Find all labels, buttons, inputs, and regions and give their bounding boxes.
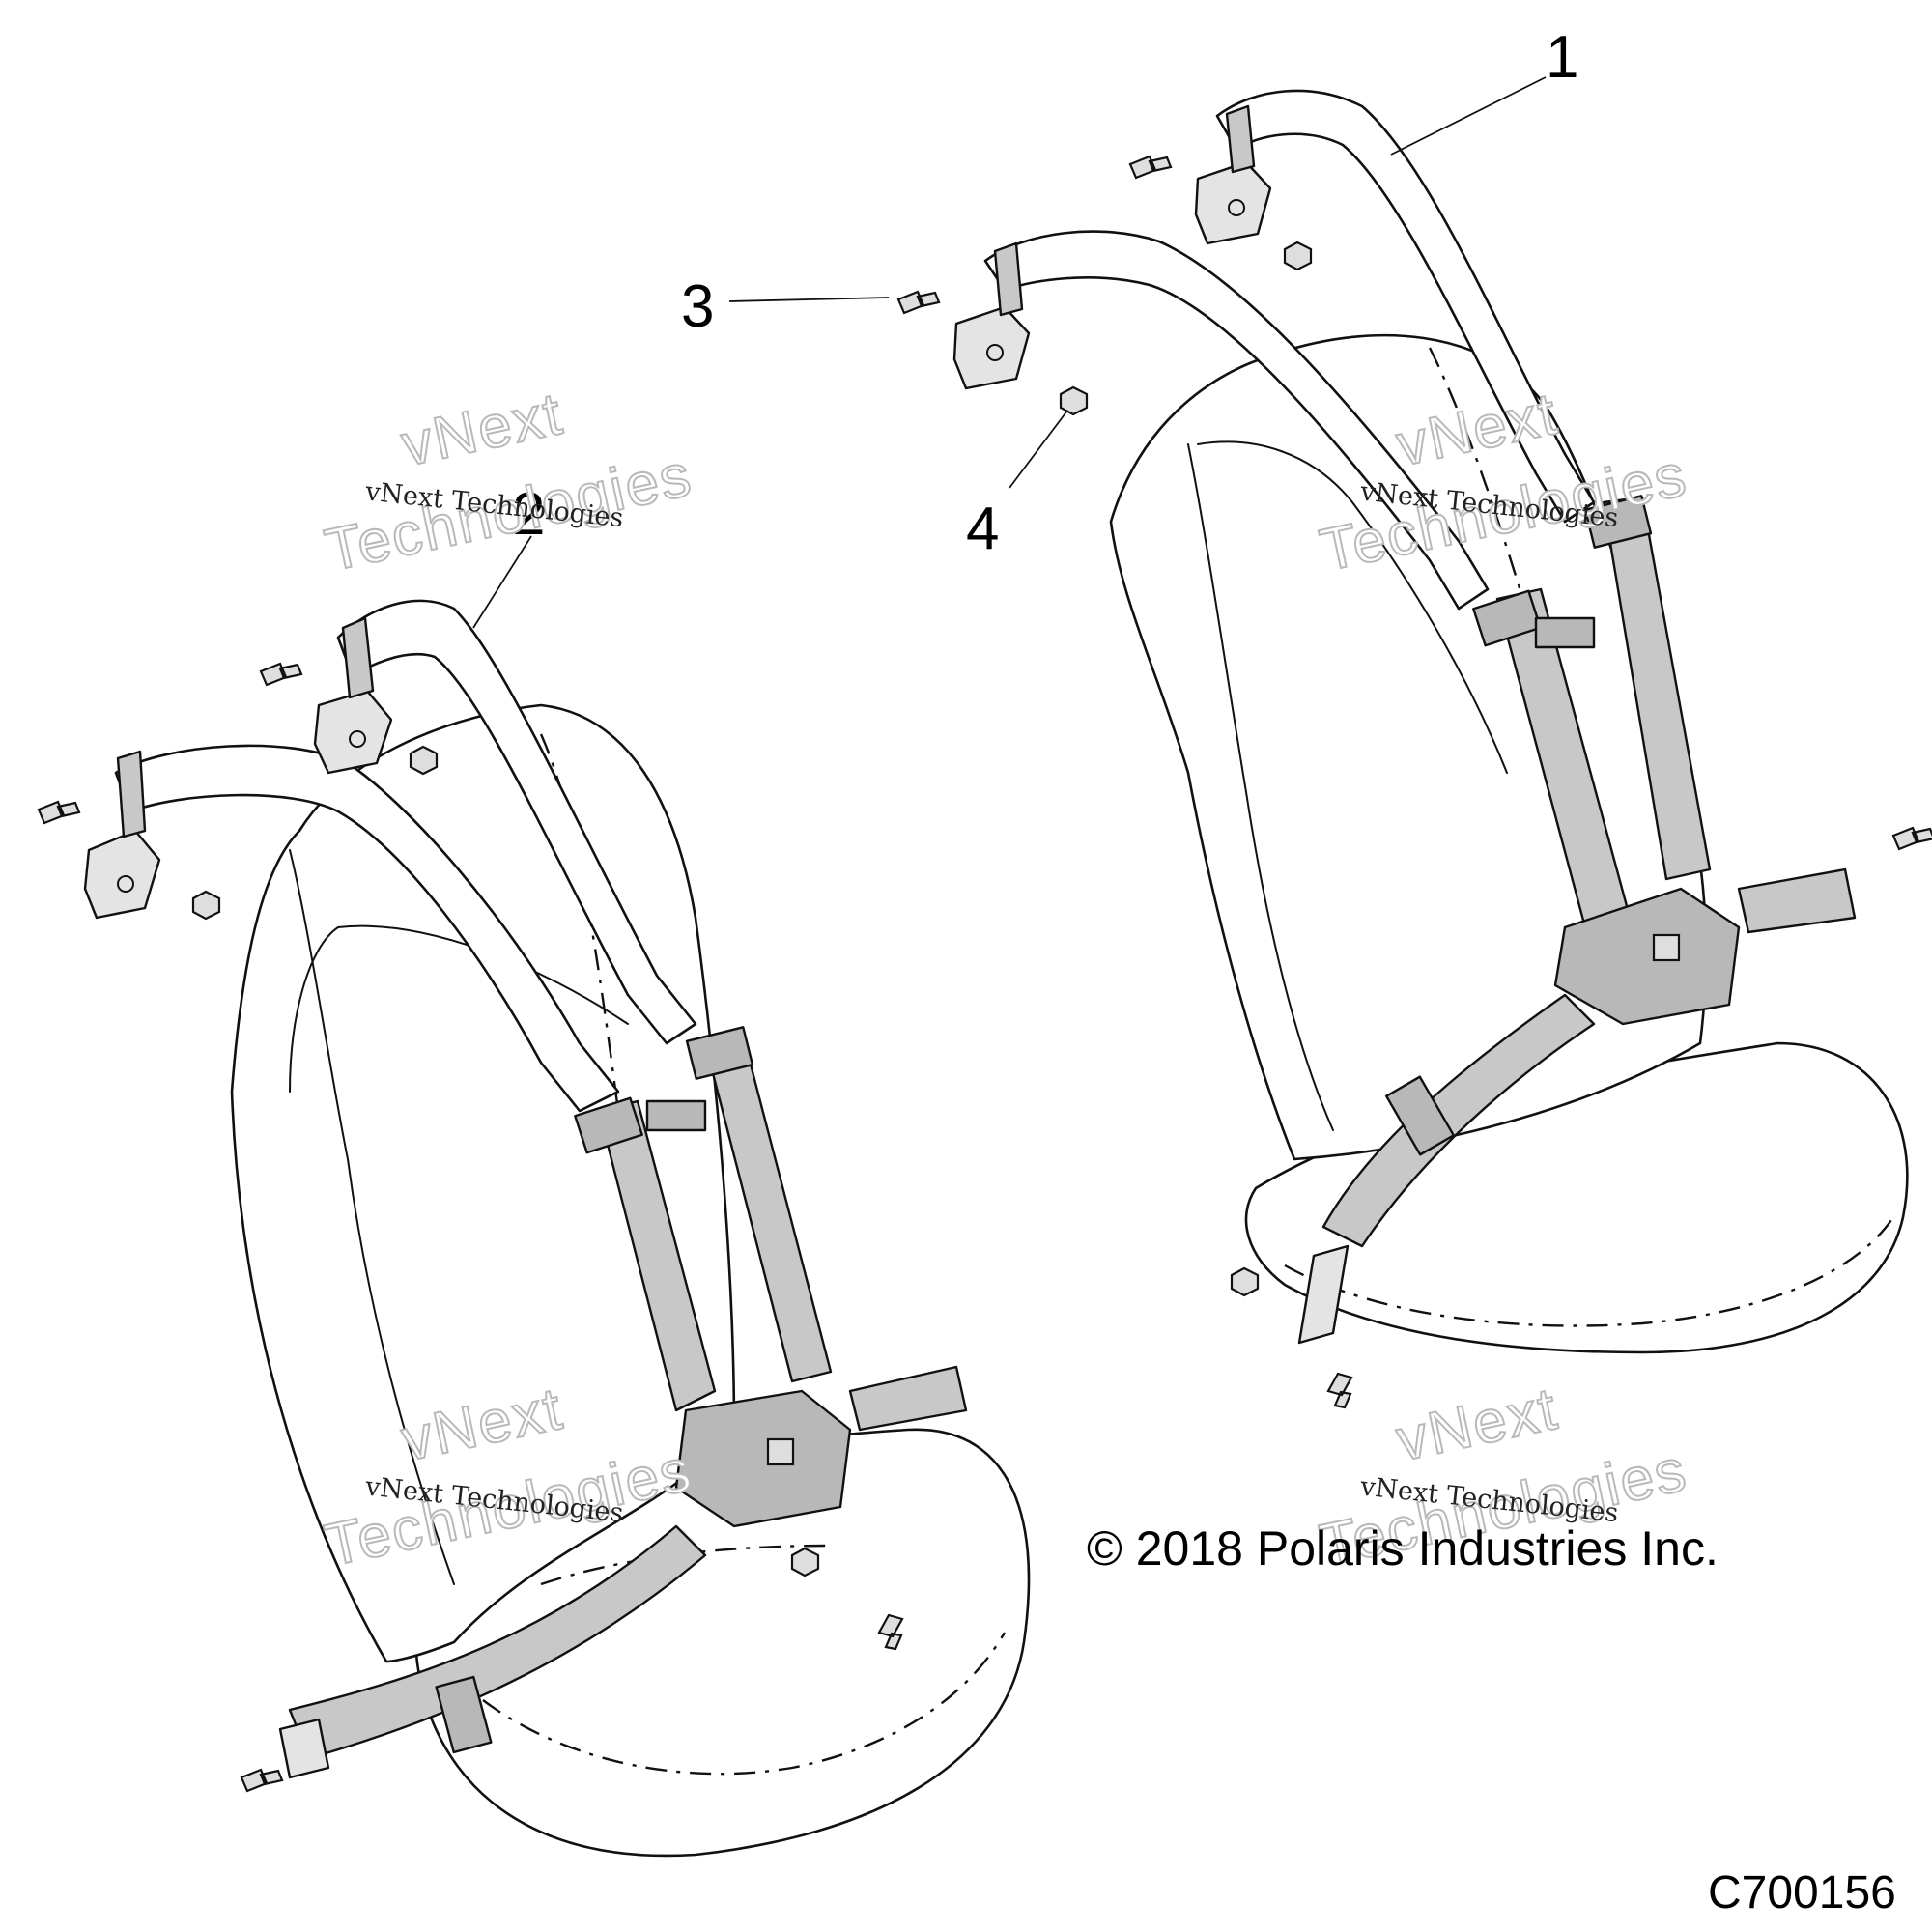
leader-1 xyxy=(1390,76,1547,156)
right-lap-belt-side xyxy=(1737,867,1857,934)
svg-text:vNext: vNext xyxy=(1391,1376,1564,1475)
part-number: C700156 xyxy=(1708,1867,1896,1918)
right-seat-back-seam xyxy=(1428,347,1548,677)
leader-2 xyxy=(472,535,532,629)
left-tab-strap-2 xyxy=(341,616,375,699)
left-sternum-clip xyxy=(645,1099,707,1132)
left-shoulder-loop-outer xyxy=(114,744,620,1113)
right-center-buckle xyxy=(1553,887,1741,1026)
copyright-notice: © 2018 Polaris Industries Inc. xyxy=(1087,1521,1719,1576)
left-mount-tab-1 xyxy=(83,829,161,920)
right-shoulder-loop-inner xyxy=(1215,89,1596,524)
right-lap-anchor xyxy=(1297,1244,1350,1345)
right-adjuster-a xyxy=(1472,589,1542,647)
leader-3 xyxy=(728,297,890,302)
callout-4: 4 xyxy=(966,496,999,562)
right-tab-strap-1 xyxy=(993,242,1024,317)
right-buckle-release-button xyxy=(1652,933,1681,962)
left-center-buckle xyxy=(674,1389,852,1528)
left-lap-end-tab xyxy=(278,1718,330,1779)
left-seat-back-panel xyxy=(289,849,455,1585)
left-shoulder-loop-inner xyxy=(336,599,697,1045)
right-tab-strap-2 xyxy=(1225,104,1256,174)
callout-3: 3 xyxy=(681,273,714,340)
left-lap-belt-side xyxy=(848,1365,968,1432)
right-seat-assembly xyxy=(896,89,1932,1409)
right-hardware xyxy=(896,155,1932,1409)
right-seat-back-bolster xyxy=(1197,440,1508,774)
left-adjuster-b xyxy=(685,1026,754,1080)
right-mount-tab-1 xyxy=(952,305,1031,390)
right-lap-adjuster xyxy=(1384,1075,1456,1156)
right-adjuster-b xyxy=(1583,495,1653,549)
left-seat-cushion-edge xyxy=(482,1632,1007,1776)
watermark-top-left: vNext Technologies vNext Technologies xyxy=(319,380,699,585)
left-buckle-release-button xyxy=(766,1437,795,1466)
right-mount-tab-2 xyxy=(1194,160,1272,245)
left-hardware xyxy=(37,662,904,1793)
left-lap-adjuster xyxy=(435,1675,493,1754)
right-shoulder-loop-outer xyxy=(983,230,1490,611)
leader-4 xyxy=(1009,410,1068,489)
left-seat-back-seam xyxy=(539,733,620,1112)
callout-1: 1 xyxy=(1546,24,1578,91)
left-adjuster-a xyxy=(574,1096,643,1154)
callouts: 1 2 3 4 xyxy=(472,24,1578,629)
left-lap-belt xyxy=(288,1524,707,1760)
left-tab-strap-1 xyxy=(116,750,147,838)
callout-2: 2 xyxy=(512,481,545,548)
left-seat-assembly xyxy=(37,599,1031,1858)
right-sternum-clip xyxy=(1534,616,1596,649)
svg-text:vNext: vNext xyxy=(396,381,569,480)
right-seat-cushion-edge xyxy=(1284,1216,1894,1327)
right-seat-back-panel xyxy=(1187,443,1334,1131)
left-seat-back-bolster xyxy=(289,924,629,1093)
right-lap-belt xyxy=(1321,993,1596,1248)
